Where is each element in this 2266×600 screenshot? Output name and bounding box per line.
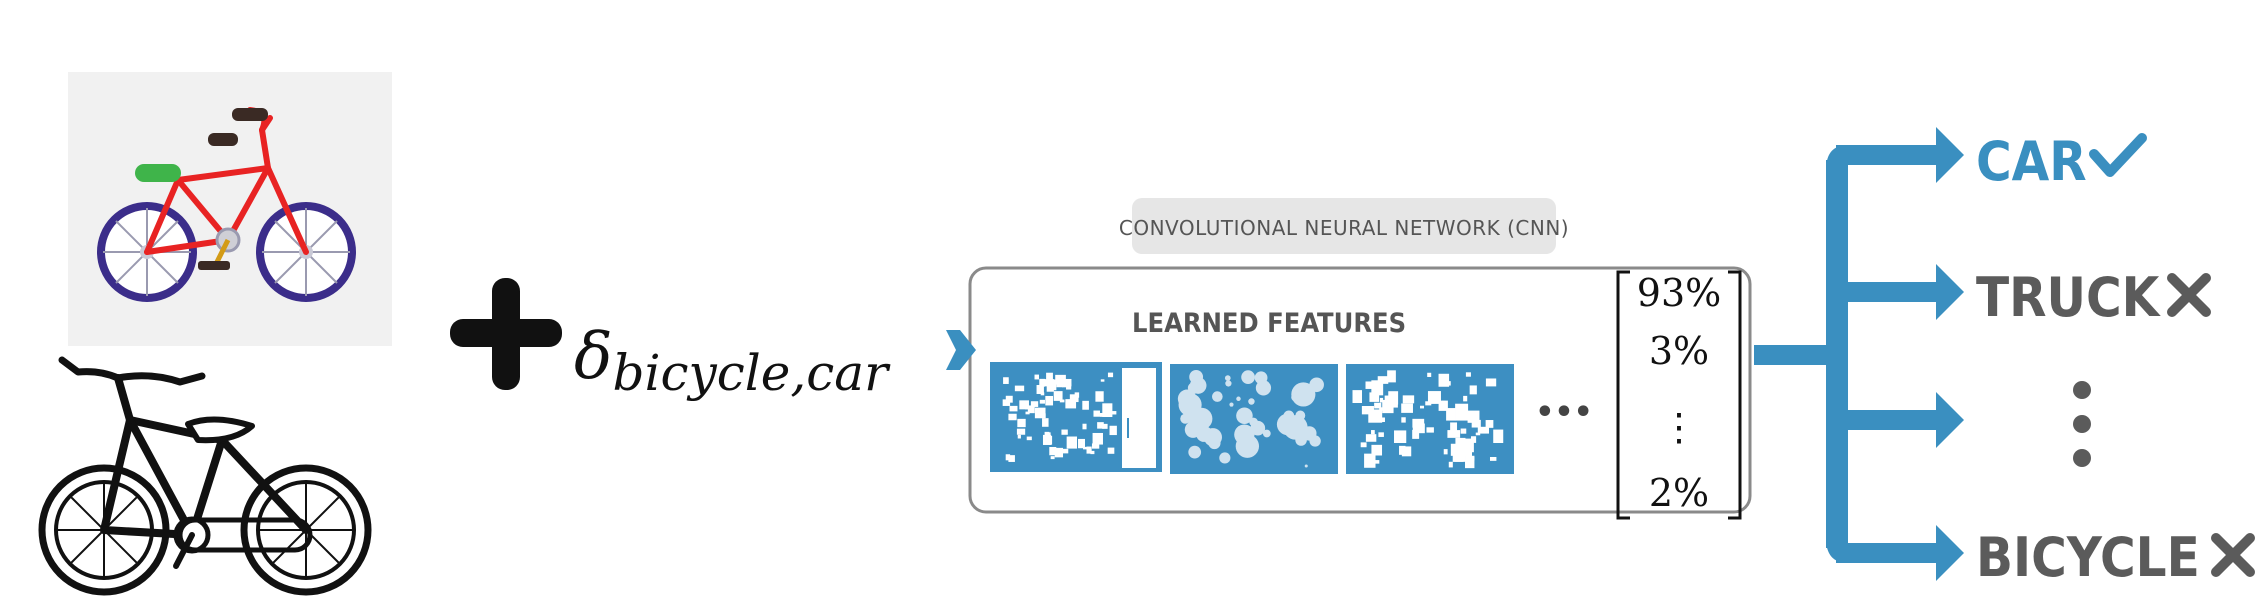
output-car-label: CAR — [1976, 130, 2087, 193]
sketch-bicycle-image — [38, 356, 372, 596]
feature-map-2 — [1170, 364, 1338, 474]
prob-ellipsis: ⋮ — [1660, 405, 1698, 449]
cnn-label-background — [1132, 198, 1556, 254]
input-arrow-icon — [946, 330, 976, 370]
feature-map-1 — [990, 362, 1162, 472]
output-bicycle-label: BICYCLE — [1976, 526, 2200, 589]
cnn-title: CONVOLUTIONAL NEURAL NETWORK (CNN) — [1119, 216, 1569, 240]
feature-map-3 — [1346, 364, 1514, 474]
output-branches — [1754, 145, 1948, 563]
arrow-bicycle-icon — [1936, 525, 1964, 581]
output-truck-label: TRUCK — [1976, 266, 2162, 329]
arrow-car-icon — [1936, 127, 1964, 183]
probability-vector: 93% 3% ⋮ 2% — [1616, 270, 1742, 520]
colored-bicycle-image — [68, 72, 392, 346]
cross-icon — [2211, 533, 2255, 577]
prob-car: 93% — [1637, 271, 1721, 315]
features-ellipsis: ••• — [1535, 395, 1593, 430]
perturbation-term: δbicycle,car — [574, 320, 891, 402]
arrow-ellipsis-icon — [1936, 392, 1964, 448]
arrow-truck-icon — [1936, 264, 1964, 320]
vertical-ellipsis-icon — [2073, 381, 2091, 467]
cnn-box — [968, 266, 1752, 514]
prob-truck: 3% — [1649, 329, 1709, 373]
output-arrowheads — [1936, 127, 1964, 581]
prob-bicycle: 2% — [1649, 471, 1709, 515]
learned-features-label: LEARNED FEATURES — [1132, 308, 1406, 339]
cross-icon — [2167, 273, 2211, 317]
check-icon — [2089, 133, 2147, 177]
plus-icon — [450, 278, 562, 390]
